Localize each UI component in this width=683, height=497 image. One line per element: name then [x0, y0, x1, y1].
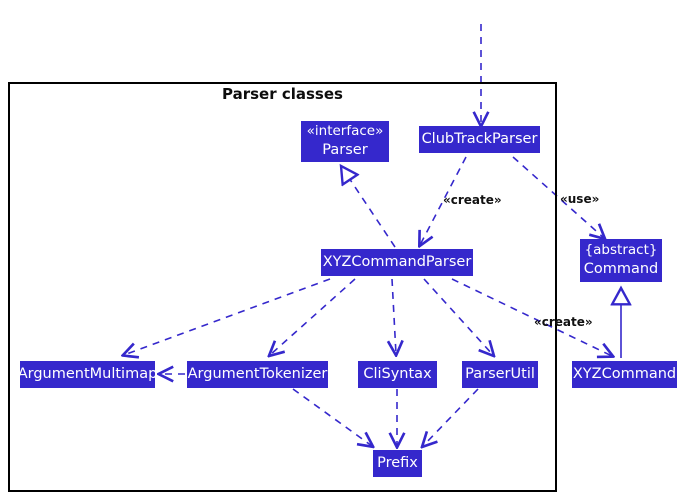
class-node-prefix[interactable]: Prefix	[373, 450, 422, 477]
edge-xyzcommandparser-to-parser	[341, 166, 396, 248]
clubtrackparser-label: ClubTrackParser	[421, 130, 538, 147]
parser-label: Parser	[322, 141, 368, 158]
edge-xyzcommandparser-to-argumentmultimap	[124, 278, 331, 355]
edge-label-create-bottom: «create»	[534, 315, 593, 329]
edge-xyzcommandparser-to-parserutil	[423, 278, 493, 355]
parser-classes-frame	[8, 82, 557, 492]
parserutil-label: ParserUtil	[465, 365, 535, 382]
command-label: Command	[583, 260, 659, 277]
edge-argumenttokenizer-to-prefix	[292, 388, 372, 446]
edge-xyzcommandparser-to-argumenttokenizer	[270, 278, 356, 355]
parser-stereotype: «interface»	[306, 123, 384, 140]
argumentmultimap-label: ArgumentMultimap	[17, 365, 158, 382]
edge-label-create-top: «create»	[443, 193, 502, 207]
class-node-command[interactable]: {abstract} Command	[580, 239, 662, 282]
xyzcommand-label: XYZCommand	[572, 365, 677, 382]
edge-label-use: «use»	[560, 192, 600, 206]
class-node-xyzcommandparser[interactable]: XYZCommandParser	[321, 249, 473, 276]
edge-parserutil-to-prefix	[423, 388, 479, 446]
class-node-argumentmultimap[interactable]: ArgumentMultimap	[17, 361, 158, 388]
class-node-xyzcommand[interactable]: XYZCommand	[572, 361, 677, 388]
clisyntax-label: CliSyntax	[363, 365, 432, 382]
class-node-parser[interactable]: «interface» Parser	[301, 121, 389, 162]
class-node-clisyntax[interactable]: CliSyntax	[358, 361, 437, 388]
xyzcommandparser-label: XYZCommandParser	[322, 253, 472, 270]
command-stereotype: {abstract}	[584, 242, 658, 259]
edge-xyzcommandparser-to-xyzcommand	[451, 278, 612, 356]
argumenttokenizer-label: ArgumentTokenizer	[187, 365, 328, 382]
class-node-parserutil[interactable]: ParserUtil	[462, 361, 538, 388]
frame-title: Parser classes	[222, 85, 343, 103]
class-node-clubtrackparser[interactable]: ClubTrackParser	[419, 126, 540, 153]
edge-clubtrackparser-to-xyzcommandparser	[420, 156, 467, 245]
class-node-argumenttokenizer[interactable]: ArgumentTokenizer	[187, 361, 328, 388]
prefix-label: Prefix	[377, 454, 418, 471]
